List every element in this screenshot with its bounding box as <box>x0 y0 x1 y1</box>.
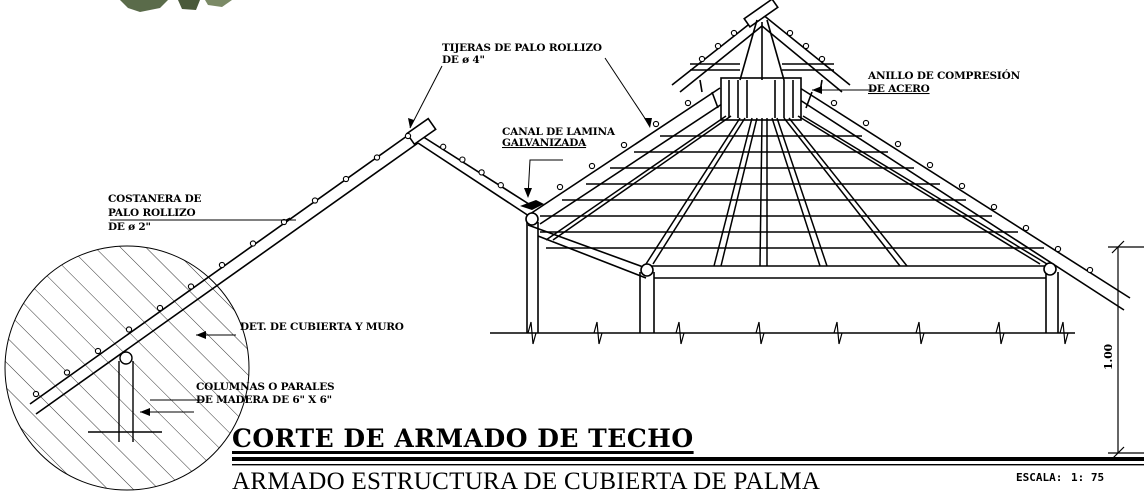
purlin <box>373 154 381 161</box>
break-mark <box>675 321 685 345</box>
joint-circles <box>525 212 1057 277</box>
purlin <box>684 99 692 107</box>
drawing-subtitle: ARMADO ESTRUCTURA DE CUBIERTA DE PALMA <box>232 468 821 495</box>
purlin <box>714 42 722 50</box>
purlin <box>218 261 226 269</box>
purlin <box>652 120 660 128</box>
top-lantern <box>671 0 851 109</box>
rafter <box>645 117 741 265</box>
drawing-title: CORTE DE ARMADO DE TECHO <box>232 424 694 453</box>
purlin <box>862 119 870 127</box>
gutter-mark <box>520 200 544 210</box>
rafter-edge <box>776 117 828 267</box>
label-columnas-2: DE MADERA DE 6" X 6" <box>196 394 332 406</box>
scale-value: 1: 75 <box>1070 471 1105 484</box>
left-gable-roof <box>29 117 533 415</box>
purlin <box>280 218 288 226</box>
rafter-edge <box>788 117 908 267</box>
purlin <box>32 390 40 398</box>
label-tijeras-2: DE ø 4" <box>442 54 485 66</box>
label-tijeras-1: TIJERAS DE PALO ROLLIZO <box>442 42 602 54</box>
break-mark <box>593 321 603 345</box>
scale-note: ESCALA: 1: 75 <box>1016 471 1104 484</box>
purlins-left <box>32 132 504 398</box>
main-structure-walls <box>490 222 1075 334</box>
break-mark <box>995 321 1005 345</box>
purlin <box>894 140 902 148</box>
dimension-value: 1.00 <box>1102 343 1115 370</box>
rafter <box>797 115 1041 265</box>
break-mark <box>915 321 925 345</box>
purlin <box>698 55 706 63</box>
base-break-marks <box>527 321 1069 345</box>
label-canal-2: GALVANIZADA <box>502 137 587 149</box>
label-canal-1: CANAL DE LAMINA <box>502 126 616 138</box>
purlin <box>156 304 164 312</box>
radial-rafters <box>545 115 1048 267</box>
purlin <box>1054 245 1062 253</box>
label-det-cubierta: DET. DE CUBIERTA Y MURO <box>240 321 404 333</box>
rafter <box>759 117 763 267</box>
purlin <box>63 369 71 376</box>
purlin <box>342 175 350 183</box>
rafter-edge <box>652 117 746 265</box>
purlin <box>125 326 133 333</box>
label-anillo-1: ANILLO DE COMPRESIÓN <box>867 68 1021 82</box>
rafter <box>771 117 821 267</box>
purlin <box>249 240 257 247</box>
left-column <box>88 351 162 442</box>
purlin <box>730 29 738 37</box>
purlin <box>958 182 966 190</box>
purlin <box>440 143 447 150</box>
title-rule <box>232 457 1144 466</box>
rafter <box>783 117 901 267</box>
purlin <box>94 347 102 355</box>
purlin <box>926 161 934 169</box>
purlin <box>588 162 596 170</box>
foliage-fragment <box>120 0 232 12</box>
purlin <box>818 55 826 63</box>
break-mark <box>833 321 843 345</box>
break-mark <box>1059 321 1069 345</box>
label-costanera-1: COSTANERA DE <box>108 193 202 205</box>
purlin <box>1022 224 1030 232</box>
purlin <box>990 203 998 211</box>
purlins-roof <box>556 29 1094 274</box>
scale-label: ESCALA: <box>1016 471 1063 484</box>
purlin <box>830 99 838 107</box>
label-columnas-1: COLUMNAS O PARALES <box>196 381 334 393</box>
detail-circle <box>4 245 250 491</box>
purlin <box>187 283 195 290</box>
label-costanera-2: PALO ROLLIZO <box>108 207 195 219</box>
purlin <box>459 156 466 163</box>
leader-arrows <box>140 86 822 416</box>
label-anillo-2: DE ACERO <box>868 83 930 95</box>
conical-roof <box>529 77 1131 311</box>
purlin <box>620 141 628 149</box>
purlin <box>786 29 794 37</box>
leader-lines <box>110 57 876 413</box>
purlin <box>1086 266 1094 274</box>
purlin <box>556 183 564 191</box>
purlin <box>497 182 504 189</box>
label-costanera-3: DE ø 2" <box>108 221 151 233</box>
compression-rings <box>540 135 1044 249</box>
rafter-edge <box>802 115 1048 265</box>
rafter <box>713 117 753 267</box>
break-mark <box>527 321 537 345</box>
break-mark <box>755 321 765 345</box>
purlin <box>404 132 412 140</box>
purlin <box>311 197 319 204</box>
purlin <box>478 169 485 176</box>
dimension-line <box>1108 240 1144 460</box>
purlin <box>802 42 810 50</box>
rafter-edge <box>720 117 758 267</box>
